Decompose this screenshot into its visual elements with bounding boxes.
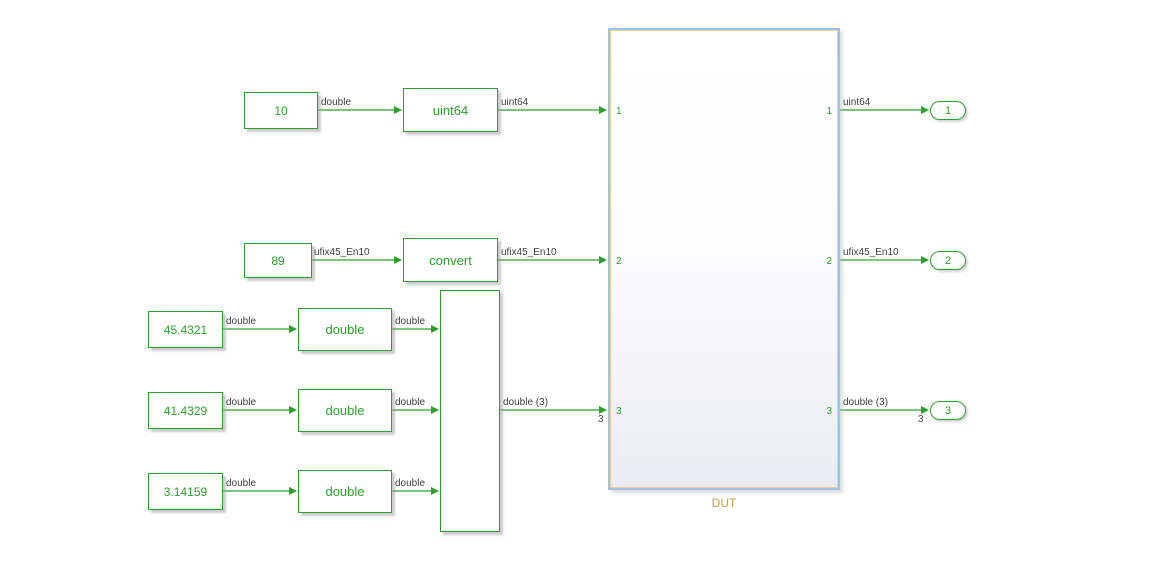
- signal-type-label: uint64: [501, 97, 529, 108]
- signal-type-label: double: [226, 478, 257, 489]
- constant-block-45-4321[interactable]: 45.4321: [148, 311, 223, 348]
- signal-arrowhead: [289, 487, 297, 495]
- signal-arrowhead: [394, 256, 402, 264]
- signal-type-label: double: [226, 316, 257, 327]
- dut-output-port-number: 3: [826, 406, 832, 417]
- constant-block-label: 10: [274, 103, 288, 118]
- signal-type-label: double: [395, 397, 426, 408]
- dut-input-port-number: 3: [616, 406, 622, 417]
- signal-arrowhead: [394, 106, 402, 114]
- dut-input-port-number: 1: [616, 106, 622, 117]
- signal-arrowhead: [599, 106, 607, 114]
- signal-type-label: double: [226, 397, 257, 408]
- conversion-block-label: double: [325, 484, 365, 499]
- constant-block-label: 3.14159: [163, 484, 208, 499]
- signal-dimension-label: 3: [918, 414, 924, 425]
- signal-type-label: ufix45_En10: [314, 247, 370, 258]
- dut-output-port-number: 1: [826, 106, 832, 117]
- data-type-conversion-block-uint64[interactable]: uint64: [403, 88, 498, 132]
- signal-type-label: uint64: [843, 97, 871, 108]
- signal-type-label: ufix45_En10: [501, 247, 557, 258]
- dut-block-name[interactable]: DUT: [711, 496, 737, 510]
- outport-number: 3: [944, 404, 952, 417]
- data-type-conversion-block-double-1[interactable]: double: [298, 308, 392, 351]
- signal-type-label: ufix45_En10: [843, 247, 899, 258]
- constant-block-89[interactable]: 89: [244, 243, 312, 278]
- constant-block-label: 41.4329: [163, 403, 208, 418]
- conversion-block-label: convert: [429, 252, 472, 268]
- data-type-conversion-block-convert[interactable]: convert: [403, 238, 498, 282]
- outport-2[interactable]: 2: [930, 251, 966, 270]
- constant-block-label: 45.4321: [163, 322, 208, 337]
- mux-block[interactable]: [440, 290, 500, 532]
- signal-arrowhead: [431, 487, 439, 495]
- signal-arrowhead: [431, 325, 439, 333]
- signal-type-label: double: [321, 97, 352, 108]
- signal-type-label: double (3): [843, 397, 889, 408]
- dut-input-port-number: 2: [616, 256, 622, 267]
- signal-arrowhead: [921, 256, 929, 264]
- signal-arrowhead: [599, 256, 607, 264]
- constant-block-41-4329[interactable]: 41.4329: [148, 392, 223, 429]
- outport-3[interactable]: 3: [930, 401, 966, 420]
- dut-output-port-number: 2: [826, 256, 832, 267]
- signal-dimension-label: 3: [598, 414, 604, 425]
- conversion-block-label: uint64: [432, 102, 469, 118]
- signal-type-label: double (3): [503, 397, 549, 408]
- conversion-block-label: double: [325, 403, 365, 418]
- constant-block-10[interactable]: 10: [244, 92, 318, 129]
- signal-arrowhead: [599, 406, 607, 414]
- conversion-block-label: double: [325, 322, 365, 337]
- constant-block-3-14159[interactable]: 3.14159: [148, 473, 223, 510]
- signal-arrowhead: [431, 406, 439, 414]
- signal-type-label: double: [395, 316, 426, 327]
- data-type-conversion-block-double-2[interactable]: double: [298, 389, 392, 432]
- dut-subsystem-block[interactable]: 1 2 3 1 2 3: [608, 28, 840, 490]
- outport-1[interactable]: 1: [930, 101, 966, 120]
- signal-arrowhead: [921, 106, 929, 114]
- signal-arrowhead: [921, 406, 929, 414]
- data-type-conversion-block-double-3[interactable]: double: [298, 470, 392, 513]
- outport-number: 2: [944, 254, 952, 267]
- signal-arrowhead: [289, 325, 297, 333]
- signal-arrowhead: [289, 406, 297, 414]
- outport-number: 1: [944, 104, 952, 117]
- constant-block-label: 89: [271, 253, 285, 268]
- signal-type-label: double: [395, 478, 426, 489]
